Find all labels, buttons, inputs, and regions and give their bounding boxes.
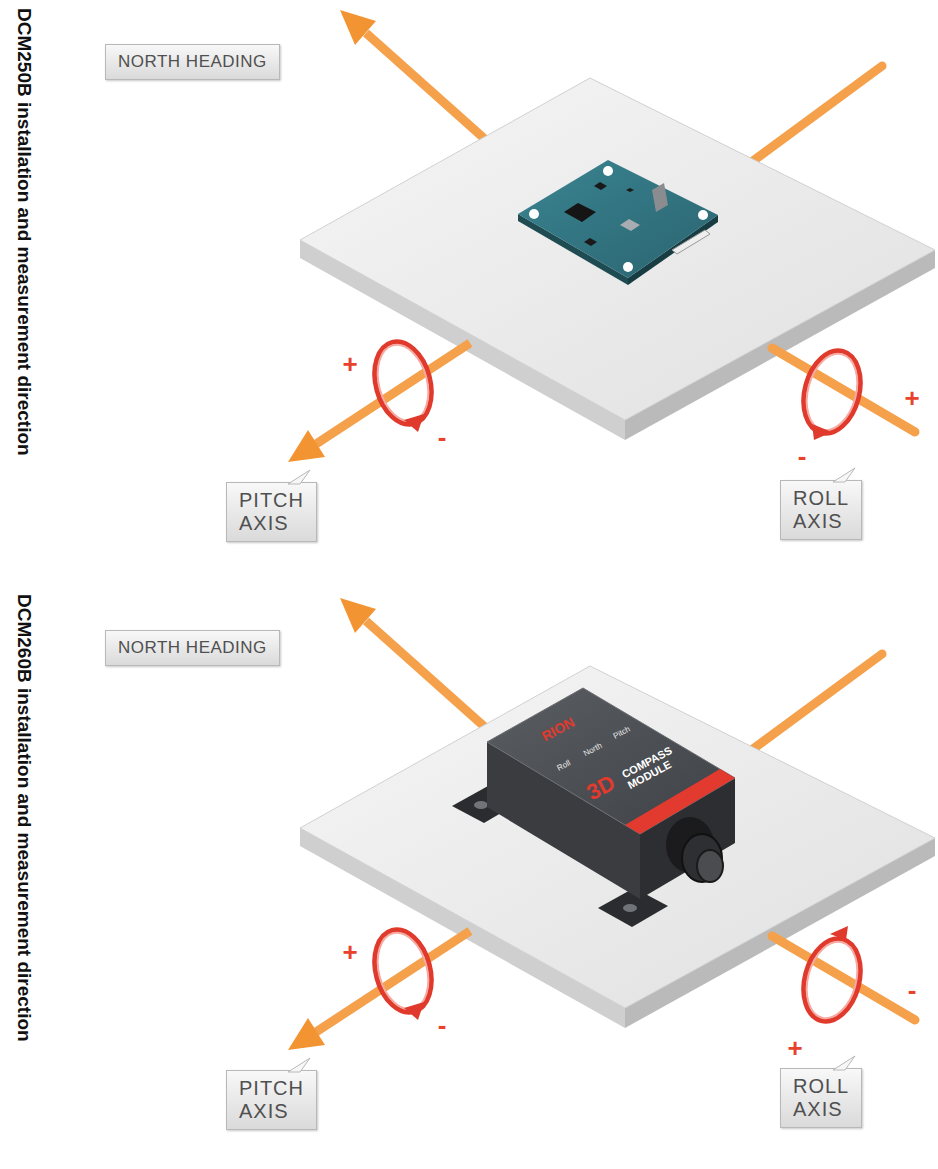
pitch-arrowhead (288, 1018, 325, 1050)
rotation-arrow (799, 936, 866, 1024)
mount-hole (474, 801, 488, 809)
axis-callout: ROLL AXIS (780, 480, 862, 540)
direction-sign: - (798, 443, 807, 469)
housing-top (487, 688, 735, 834)
rotation-arrow (370, 927, 437, 1015)
rotation-arrow (795, 344, 869, 439)
rotation-arrowhead (404, 414, 424, 432)
chip (564, 203, 596, 222)
compass-board (518, 160, 718, 285)
callout-tail (831, 466, 857, 482)
direction-sign: + (787, 1035, 802, 1061)
connector (672, 230, 710, 254)
axis-callout: PITCH AXIS (226, 482, 317, 542)
top-panel (288, 10, 935, 462)
chip (626, 188, 634, 192)
callout-tail (286, 1056, 312, 1072)
rotation-arrowhead (404, 1002, 424, 1020)
mounting-plate (300, 78, 935, 420)
chip (594, 182, 607, 190)
axis-name: PITCH AXIS (239, 489, 304, 535)
axis-name: NORTH HEADING (118, 638, 267, 658)
mount-hole (603, 166, 613, 176)
pitch-arrowhead (288, 430, 325, 462)
direction-sign: - (438, 1012, 447, 1038)
figure-title: DCM250B installation and measurement dir… (15, 8, 34, 456)
axis-name: ROLL AXIS (793, 1075, 849, 1121)
cable-gland (682, 834, 722, 882)
callout-tail (833, 1056, 855, 1070)
pitch-axis-line (316, 931, 470, 1032)
callout-tail (288, 1058, 310, 1072)
bottom-panel (288, 598, 935, 1050)
mount-hole (529, 209, 539, 219)
component (652, 183, 668, 212)
compass-housing (452, 688, 735, 927)
cable-gland (697, 850, 723, 882)
callout-tail (831, 1054, 857, 1070)
direction-sign: + (342, 939, 357, 965)
axis-name: PITCH AXIS (239, 1077, 304, 1123)
mount-hole (623, 262, 633, 272)
rotation-arrow (795, 932, 869, 1027)
north-arrowhead (340, 10, 376, 45)
heading-tag: NORTH HEADING (105, 630, 280, 666)
rotation-arrowhead (830, 926, 848, 940)
sensor-chip (620, 219, 640, 231)
direction-sign: + (904, 385, 919, 411)
north-arrowhead (340, 598, 376, 633)
direction-sign: - (908, 977, 917, 1003)
axis-callout: ROLL AXIS (780, 1068, 862, 1128)
board-top (518, 160, 718, 278)
chip (584, 238, 597, 246)
callout-tail (286, 468, 312, 484)
mounting-plate (300, 666, 935, 1008)
direction-sign: + (342, 351, 357, 377)
rotation-arrow (799, 348, 866, 436)
axis-name: ROLL AXIS (793, 487, 849, 533)
figure-title: DCM260B installation and measurement dir… (15, 594, 34, 1042)
rotation-arrow (366, 335, 440, 430)
axis-callout: PITCH AXIS (226, 1070, 317, 1130)
direction-sign: - (438, 424, 447, 450)
axis-name: NORTH HEADING (118, 52, 267, 72)
mount-hole (623, 904, 637, 912)
callout-tail (833, 468, 855, 482)
rotation-arrow (366, 923, 440, 1018)
pitch-axis-line (316, 343, 470, 444)
callout-tail (288, 470, 310, 484)
rotation-arrow (370, 339, 437, 427)
heading-tag: NORTH HEADING (105, 44, 280, 80)
rotation-arrowhead (812, 424, 832, 440)
mount-hole (698, 210, 708, 220)
